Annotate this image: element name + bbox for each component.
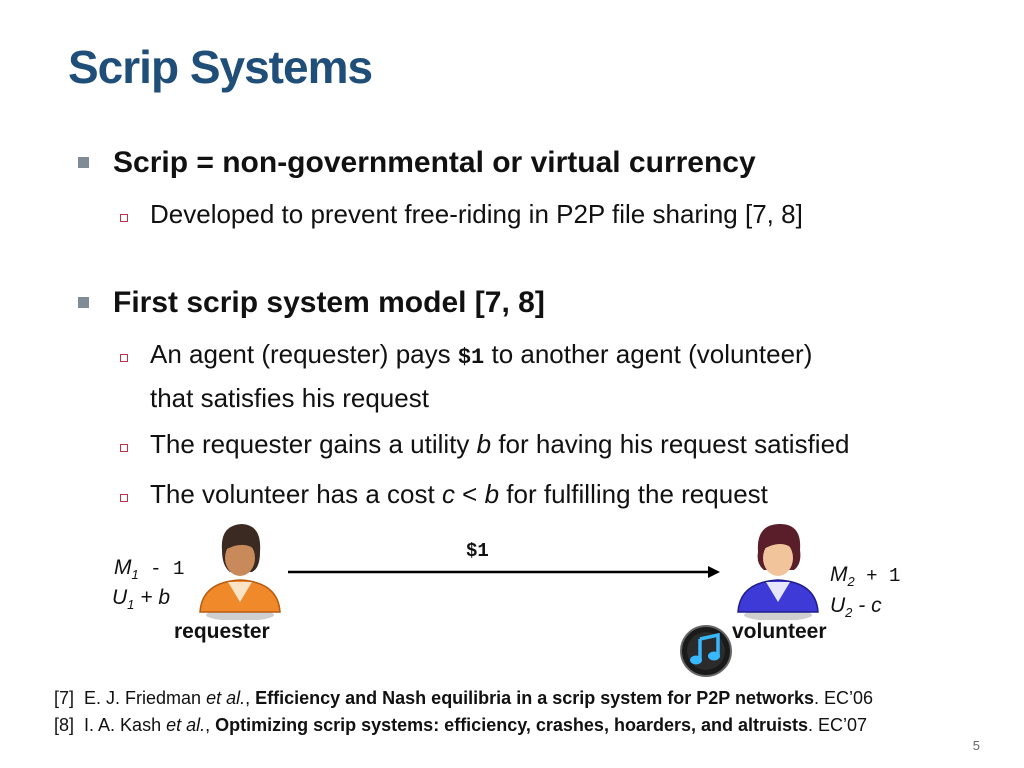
text-segment: <: [454, 479, 485, 509]
sub-bullet-text: Developed to prevent free-riding in P2P …: [150, 199, 803, 229]
text-segment: for having his request satisfied: [491, 429, 850, 459]
reference-8: [8] I. A. Kash et al., Optimizing scrip …: [54, 715, 868, 735]
sub-bullet-text: The requester gains a utility b for havi…: [150, 424, 850, 464]
text-segment: The requester gains a utility: [150, 429, 477, 459]
person-orange-icon: [199, 524, 281, 620]
sub-bullet-text: The volunteer has a cost c < b for fulfi…: [150, 474, 768, 514]
text-segment: The volunteer has a cost: [150, 479, 442, 509]
text-segment: to another agent (volunteer): [484, 339, 813, 369]
reference-7: [7] E. J. Friedman et al., Efficiency an…: [54, 688, 874, 708]
variable-b: b: [476, 429, 492, 459]
bullet-marker: [78, 157, 89, 168]
slide-title: Scrip Systems: [68, 41, 373, 93]
variable-c: c: [441, 479, 455, 509]
sub-bullet-marker: [120, 214, 128, 222]
variable-b: b: [484, 479, 500, 509]
transfer-arrow: [288, 566, 720, 578]
bullet-text: First scrip system model [7, 8]: [113, 286, 545, 319]
transfer-amount: $1: [466, 540, 489, 562]
sub-bullet-marker: [120, 444, 128, 452]
volunteer-money-label: M2 + 1: [830, 563, 901, 590]
text-segment: An agent (requester) pays: [150, 339, 458, 369]
volunteer-utility-label: U2 - c: [830, 594, 882, 621]
requester-money-label: M1 - 1: [114, 556, 185, 583]
money-amount: $1: [457, 345, 485, 370]
bullet-marker: [78, 297, 89, 308]
sub-bullet-text: An agent (requester) pays $1 to another …: [150, 334, 812, 418]
text-segment: that satisfies his request: [150, 383, 429, 413]
music-note-icon: [680, 625, 732, 677]
sub-bullet-marker: [120, 354, 128, 362]
requester-label: requester: [174, 620, 270, 643]
volunteer-label: volunteer: [732, 620, 827, 643]
page-number: 5: [972, 738, 980, 753]
bullet-text: Scrip = non-governmental or virtual curr…: [113, 146, 756, 179]
person-blue-icon: [737, 524, 819, 620]
requester-utility-label: U1 + b: [112, 586, 171, 613]
text-segment: for fulfilling the request: [499, 479, 768, 509]
sub-bullet-marker: [120, 494, 128, 502]
